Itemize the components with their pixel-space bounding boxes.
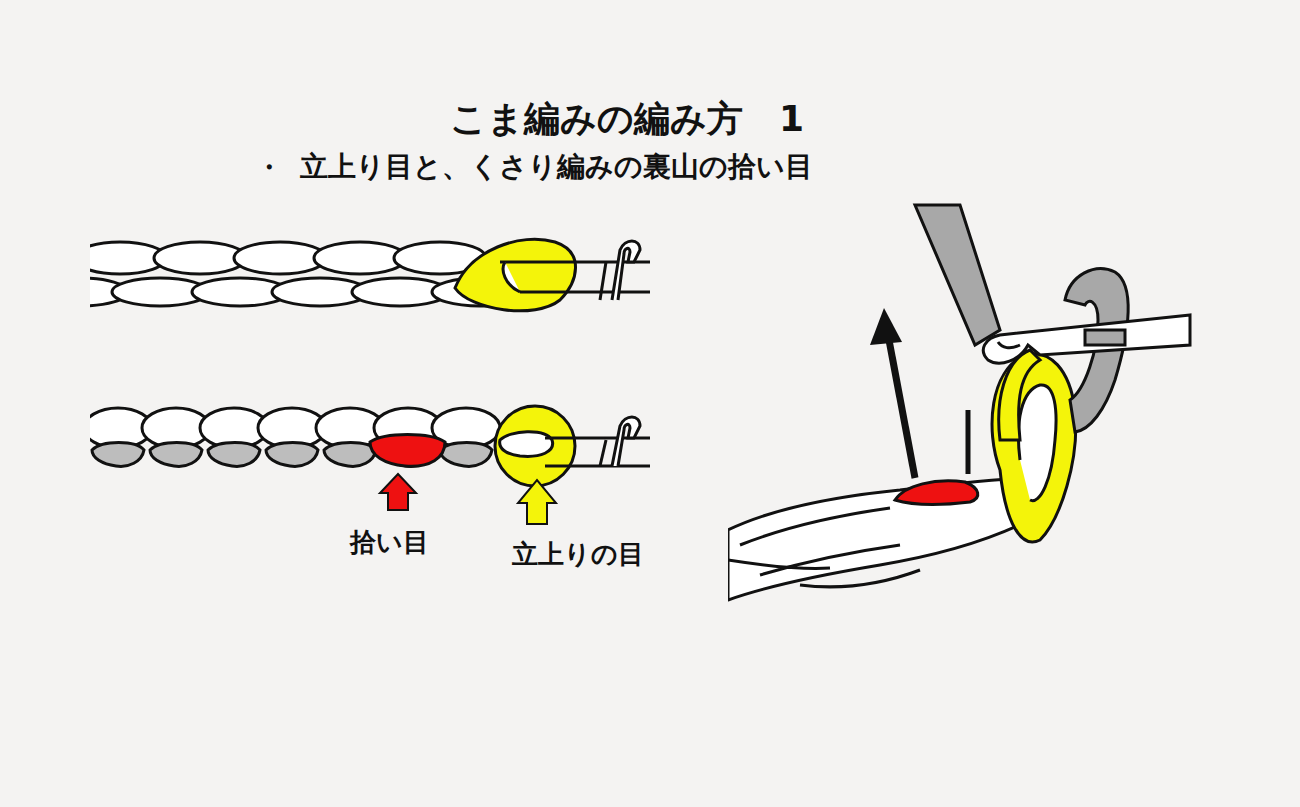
callout-label: 拾い目: [350, 525, 429, 560]
insertion-marker: [966, 410, 971, 474]
red-pointer: [380, 474, 416, 510]
chain-link: [154, 242, 246, 274]
hook-insertion-detail: [728, 205, 1190, 600]
back-bump: [92, 443, 144, 467]
standing-loop-bottom: [370, 406, 650, 486]
pull-up-arrow-head: [870, 308, 902, 345]
chain-stitches: [90, 242, 490, 306]
subtitle: 立上り目と、くさり編みの裏山の拾い目: [300, 148, 813, 186]
standing-loop-top: [455, 239, 650, 311]
back-bump: [208, 443, 260, 467]
back-bump: [440, 443, 492, 467]
chain-link: [314, 242, 406, 274]
diagram-title: こま編みの編み方 1: [450, 95, 804, 144]
back-bump: [150, 443, 202, 467]
chain-link: [234, 242, 326, 274]
yellow-pointer: [518, 480, 556, 524]
callout-label: 立上りの目: [512, 537, 644, 572]
back-bump: [266, 443, 318, 467]
pull-up-arrow: [889, 340, 915, 478]
bullet: ・: [256, 150, 282, 185]
chain-back-bumps: [90, 408, 510, 466]
back-bump: [324, 443, 376, 467]
